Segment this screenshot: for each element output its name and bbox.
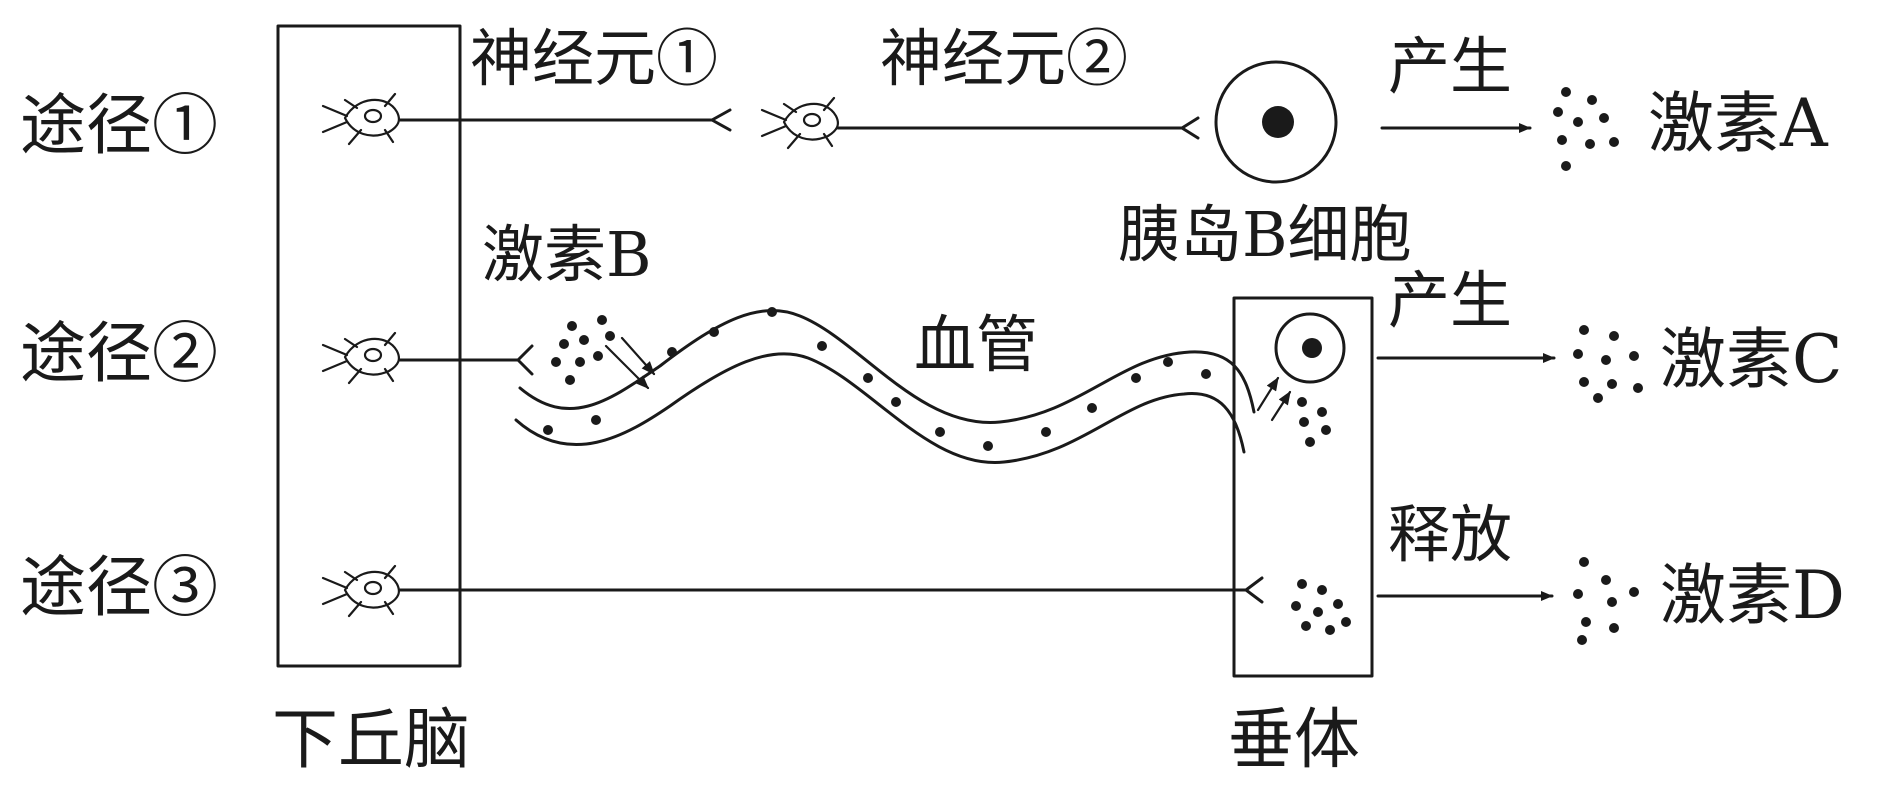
hormone-b-entry-arrow-2 — [620, 336, 656, 376]
release-d-label: 释放 — [1388, 498, 1512, 571]
pituitary-stored-hormone-dots — [1291, 579, 1351, 635]
hypothalamus-box — [276, 24, 462, 668]
pathway-3-label: 途径③ — [20, 549, 218, 626]
hormone-b-dots — [551, 315, 615, 385]
hormone-c-dots — [1573, 325, 1643, 403]
pathway-2-synapse-ending — [516, 344, 534, 376]
hypothalamus-neuron-1 — [321, 92, 400, 146]
hormone-c-label: 激素C — [1660, 321, 1843, 398]
pituitary-box — [1232, 296, 1374, 678]
neuron-2-synapse-ending — [1180, 116, 1200, 140]
neuron-2-label: 神经元② — [880, 22, 1128, 95]
blood-vessel-label: 血管 — [914, 308, 1038, 381]
pituitary-cell — [1274, 312, 1346, 384]
hypothalamus-neuron-3 — [321, 564, 400, 618]
vessel-to-pituitary-arrow-2 — [1270, 390, 1292, 422]
blood-vessel-lower-wall — [514, 352, 1246, 464]
neuron-1-synapse-ending — [710, 108, 732, 132]
hormone-a-label: 激素A — [1648, 85, 1829, 162]
pathway-3-synapse-ending — [1244, 576, 1264, 604]
hormone-d-dots — [1573, 557, 1639, 645]
neuron-1-label: 神经元① — [470, 22, 718, 95]
blood-vessel-particles — [543, 307, 1211, 451]
vessel-to-pituitary-arrow-1 — [1256, 376, 1280, 412]
neuron-2-cell-body — [760, 96, 839, 150]
hormone-b-label: 激素B — [482, 218, 652, 291]
hormone-b-entry-arrow-1 — [604, 344, 650, 390]
islet-b-cell — [1214, 60, 1338, 184]
pituitary-label: 垂体 — [1228, 701, 1360, 778]
produce-c-label: 产生 — [1388, 264, 1512, 337]
pathway-2-label: 途径② — [20, 315, 218, 392]
pathway-1-label: 途径① — [20, 87, 218, 164]
hormone-d-label: 激素D — [1660, 557, 1845, 634]
hormone-a-dots — [1553, 87, 1619, 171]
hypothalamus-label: 下丘脑 — [272, 701, 470, 778]
produce-a-label: 产生 — [1388, 30, 1512, 103]
islet-b-cell-label: 胰岛B细胞 — [1118, 198, 1412, 271]
pituitary-cell-nucleus — [1302, 338, 1322, 358]
hypothalamus-neuron-2 — [321, 331, 400, 385]
pituitary-secretion-dots — [1297, 397, 1331, 447]
islet-b-cell-nucleus — [1262, 106, 1294, 138]
